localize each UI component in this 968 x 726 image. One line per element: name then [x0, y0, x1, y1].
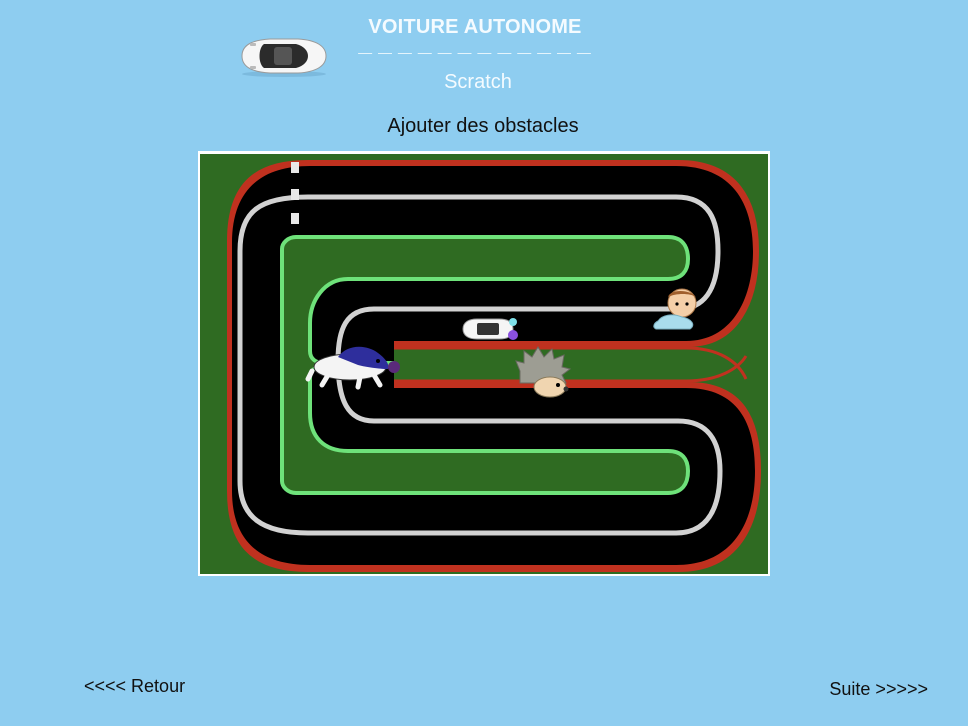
hedgehog-icon[interactable] [515, 346, 572, 398]
middle-grass [394, 348, 754, 381]
app-subtitle: Scratch [444, 71, 512, 93]
track-stage[interactable] [198, 151, 770, 576]
middle-border-bottom [394, 355, 748, 383]
baby-icon[interactable] [653, 288, 697, 330]
start-line [291, 162, 299, 224]
middle-border-top [394, 346, 748, 380]
title-divider: — — — — — — — — — — — — [358, 44, 592, 60]
next-link[interactable]: Suite >>>>> [829, 679, 928, 699]
track-map [200, 154, 768, 574]
page-heading: Ajouter des obstacles [387, 115, 579, 137]
back-link[interactable]: <<<< Retour [84, 676, 186, 696]
car-logo-icon [241, 38, 327, 77]
car-icon[interactable] [462, 318, 518, 340]
dog-icon[interactable] [305, 346, 400, 390]
app-title: VOITURE AUTONOME [368, 16, 582, 38]
